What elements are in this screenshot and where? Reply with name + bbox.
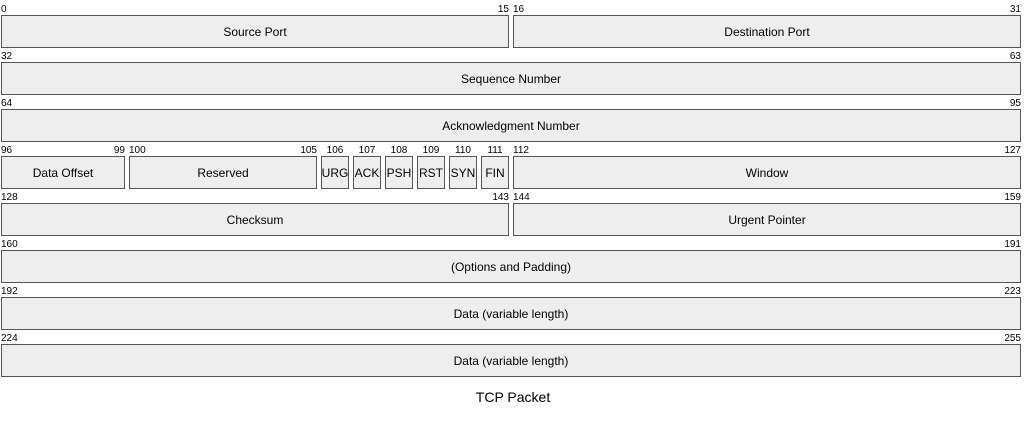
bit-number: 106 (326, 145, 344, 156)
bit-end-number: 143 (492, 192, 509, 203)
bit-end-number: 105 (300, 145, 317, 156)
field-acknowledgment-number: Acknowledgment Number (1, 109, 1021, 142)
field-options-and-padding: (Options and Padding) (1, 250, 1021, 283)
field-data-offset: Data Offset (1, 156, 125, 189)
bit-start-number: 192 (1, 286, 18, 297)
field-ack: ACK (353, 156, 381, 189)
field-sequence-number: Sequence Number (1, 62, 1021, 95)
field-psh: PSH (385, 156, 413, 189)
diagram-caption: TCP Packet (475, 389, 551, 405)
bit-number: 109 (422, 145, 440, 156)
bit-end-number: 95 (1009, 98, 1021, 109)
field-reserved: Reserved (129, 156, 317, 189)
bit-start-number: 96 (1, 145, 13, 156)
bit-end-number: 99 (113, 145, 125, 156)
bit-number: 111 (487, 145, 503, 156)
bit-start-number: 16 (513, 4, 525, 15)
field-source-port: Source Port (1, 15, 509, 48)
field-checksum: Checksum (1, 203, 509, 236)
bit-number: 107 (358, 145, 376, 156)
field-fin: FIN (481, 156, 509, 189)
bit-end-number: 127 (1004, 145, 1021, 156)
bit-start-number: 0 (1, 4, 7, 15)
bit-start-number: 144 (513, 192, 530, 203)
bit-end-number: 159 (1004, 192, 1021, 203)
bit-start-number: 100 (129, 145, 146, 156)
field-data-variable-length: Data (variable length) (1, 344, 1021, 377)
bit-start-number: 224 (1, 333, 18, 344)
field-syn: SYN (449, 156, 477, 189)
bit-start-number: 64 (1, 98, 13, 109)
field-window: Window (513, 156, 1021, 189)
field-urg: URG (321, 156, 349, 189)
bit-end-number: 191 (1004, 239, 1021, 250)
bit-end-number: 223 (1004, 286, 1021, 297)
bit-start-number: 112 (513, 145, 529, 156)
bit-end-number: 63 (1009, 51, 1021, 62)
field-urgent-pointer: Urgent Pointer (513, 203, 1021, 236)
bit-start-number: 160 (1, 239, 18, 250)
field-data-variable-length: Data (variable length) (1, 297, 1021, 330)
bit-start-number: 32 (1, 51, 13, 62)
bit-end-number: 15 (497, 4, 509, 15)
field-destination-port: Destination Port (513, 15, 1021, 48)
bit-number: 108 (390, 145, 408, 156)
bit-start-number: 128 (1, 192, 18, 203)
bit-end-number: 31 (1009, 4, 1021, 15)
field-rst: RST (417, 156, 445, 189)
bit-end-number: 255 (1004, 333, 1021, 344)
bit-number: 110 (455, 145, 471, 156)
